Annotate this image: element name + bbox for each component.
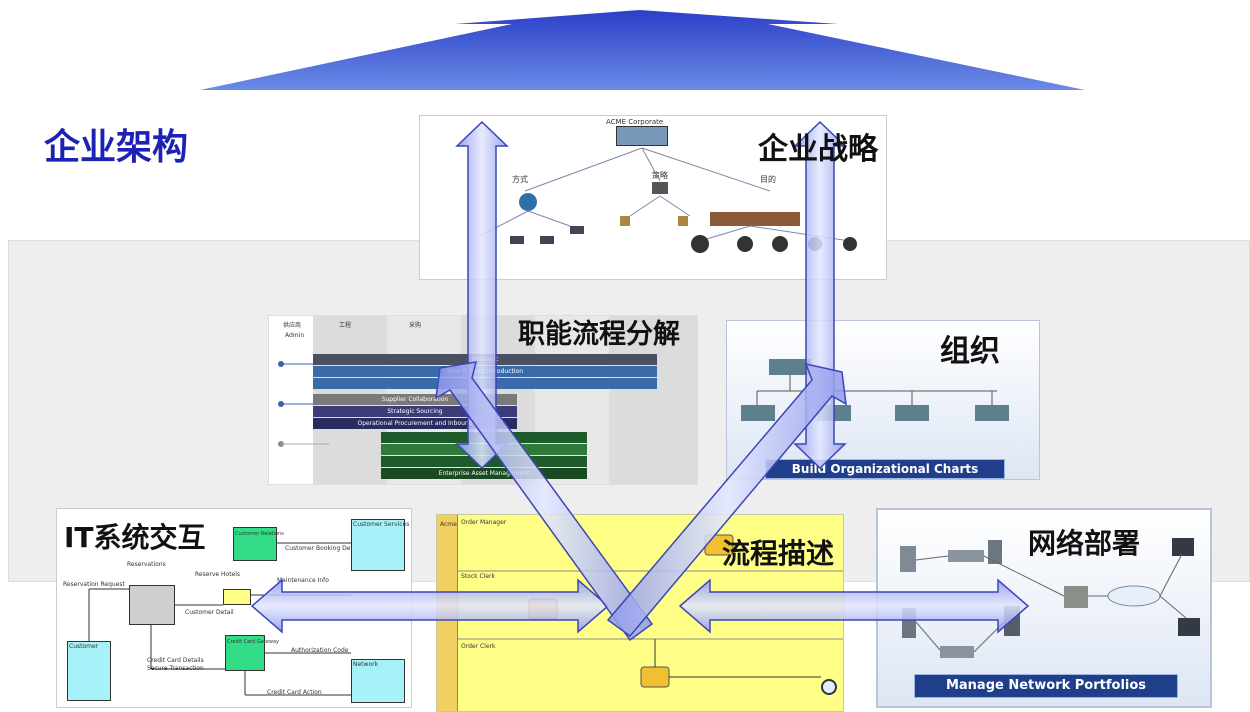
it-label-hotels: Reserve Hotels: [195, 571, 241, 578]
it-label-services: Customer Services: [353, 521, 410, 528]
it-customer-box: [67, 641, 111, 701]
arrow-horizontal-left: [250, 578, 610, 634]
top-upward-arrow: [200, 10, 1085, 90]
label-process-decomposition: 职能流程分解: [518, 319, 680, 350]
pd-row-label: Admin: [285, 332, 305, 339]
it-label-cc-details: Credit Card Details: [147, 657, 204, 664]
arrow-diagonal-left: [435, 361, 654, 642]
corp-name: ACME Corporate: [606, 118, 664, 126]
it-customer-services: [351, 519, 405, 571]
pd-bar-operational: Operational Procurement and Inbound: [313, 418, 517, 429]
it-label-network: Network: [353, 661, 379, 668]
strategy-col-left: 方式: [512, 175, 528, 184]
pd-bar-sourcing: Strategic Sourcing: [313, 406, 517, 417]
corp-building: [616, 126, 668, 146]
bpmn-lane-1: Stock Clerk: [461, 573, 496, 580]
it-disk: [129, 585, 175, 625]
strategy-col-right: 目的: [760, 175, 776, 184]
it-label-detail: Customer Detail: [185, 609, 234, 616]
it-label-gateway: Credit Card Gateway: [227, 639, 279, 645]
it-network-box: [351, 659, 405, 703]
label-strategy: 企业战略: [758, 132, 878, 167]
it-label-maintenance: Maintenance Info: [277, 577, 329, 584]
arrow-horizontal-right: [678, 578, 1030, 634]
pd-bar-eam: Enterprise Asset Management: [381, 468, 587, 479]
label-network: 网络部署: [1028, 527, 1141, 560]
it-label-customer: Customer: [69, 643, 99, 650]
bpmn-lane-0: Order Manager: [461, 519, 507, 526]
strategy-tree: [479, 147, 857, 253]
arrow-diagonal-right: [606, 362, 847, 638]
it-label-request: Reservation Request: [63, 581, 125, 588]
page-title: 企业架构: [44, 127, 189, 168]
it-label-action: Credit Card Action: [267, 689, 322, 696]
label-it-interaction: IT系统交互: [64, 521, 206, 554]
it-label-booking: Customer Booking Details: [285, 545, 363, 552]
strategy-col-mid: 策略: [652, 171, 668, 180]
it-gateway-small: [223, 589, 251, 605]
label-organization: 组织: [940, 334, 1000, 369]
label-process-description: 流程描述: [722, 537, 835, 570]
network-banner: Manage Network Portfolios: [914, 674, 1178, 698]
it-label-reservations: Reservations: [127, 561, 166, 568]
pd-bar-supplier: Supplier Collaboration: [313, 394, 517, 405]
pd-col-header-0: 供应商: [283, 322, 302, 329]
it-label-customer-relations: Customer Relations: [235, 531, 284, 537]
bpmn-pool-name: Acme: [440, 521, 457, 528]
bpmn-lane-2: Order Clerk: [461, 643, 496, 650]
pd-col-header-2: 采购: [409, 322, 422, 329]
it-customer-relations: [233, 527, 277, 561]
it-label-auth: Authorization Code: [291, 647, 349, 654]
it-credit-card-gateway: [225, 635, 265, 671]
pd-col-header-1: 工程: [339, 322, 352, 329]
